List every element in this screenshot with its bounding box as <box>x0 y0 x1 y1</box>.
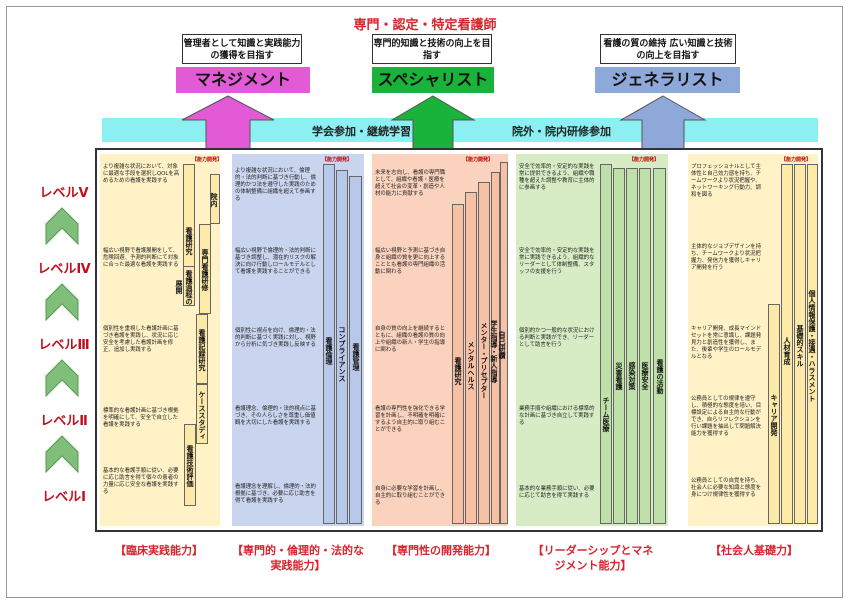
cell-clinical-4: 幅広い視野で看護展開をして、危険回避、予測的判断にて対象に合った最適な看護を実践… <box>103 248 179 268</box>
goal-generalist: 看護の質の維持 広い知識と技術の向上を目指す <box>600 34 736 64</box>
chevron-up-icon <box>45 207 79 246</box>
column-header-leadership: 【リーダーシップとマネジメント能力】 <box>532 544 654 572</box>
vlabel-nursing-management: 看護管理 <box>349 176 362 524</box>
column-social: プロフェッショナルとして主体性と自己効力感を持ち、チームワークより状況把握や、ネ… <box>688 154 818 526</box>
vlabel-medical-safety: 医療安全 <box>639 168 651 524</box>
vlabel-infection: 感染対策 <box>626 168 638 524</box>
chevron-up-icon <box>45 435 79 474</box>
column-ethical: より複雑な状況において、倫理的・法的判断に基づき行動し、倫理的かつ法を遵守した実… <box>232 154 364 526</box>
level-1-label: レベルⅠ <box>42 490 86 505</box>
category-management: マネジメント <box>176 67 310 93</box>
cell-clinical-5: より複雑な状況において、対象に最適な手段を選択しQOLを高めるための看護を実践す… <box>103 164 180 184</box>
cell-clinical-3: 個別性を重視した看護計画に基づき看護を実践し、状況に応じ安全を考慮した看護計画を… <box>103 326 179 353</box>
cell-social-2: 公務員としての規律を遵守し、積極的な態度を培い、目標設定による自主的な行動ができ… <box>691 396 762 437</box>
cell-social-1: 公務員としての自覚を持ち、社会人に必要な知識と態度を身につけ規律性を獲得する <box>691 478 762 498</box>
cell-clinical-2: 標準的な看護計画に基づき根拠を明確にして、安全で自立した看護を実践する <box>103 408 179 428</box>
cell-social-4: 主体的なジョブデザインを持ち、チームワークより状況把握力、発信力を獲得しキャリア… <box>691 244 762 271</box>
goal-specialist: 専門的知識と技術の向上を目指す <box>372 34 492 64</box>
vlabel-privacy: 個人情報保護・接遇・ハラスメント <box>807 164 818 524</box>
cell-ethical-2: 看護理念、倫理的・法的視点に基づき、その人らしさを尊重し価値観を大切にした看護を… <box>235 406 316 426</box>
cell-leadership-4: 安全で効率的・安定的な実践を常に実践できるよう、組織的なリーダーとして体制整備、… <box>519 248 595 275</box>
column-clinical: より複雑な状況において、対象に最適な手段を選択しQOLを高めるための看護を実践す… <box>100 154 223 526</box>
vlabel-team-care: チーム医療 <box>600 164 612 524</box>
category-specialist: スペシャリスト <box>372 67 494 93</box>
page-title: 専門・認定・特定看護師 <box>353 18 497 33</box>
cell-leadership-5: 安全で効率的・安定的な実践を常に提供できるよう、組織や職種を超えた調整や教育に主… <box>519 164 595 191</box>
level-3-label: レベルⅢ <box>38 338 90 353</box>
tab-label: 【能力開発】 <box>780 157 811 163</box>
cell-specialty-3: 自身の質の向上を継続するとともに、組織の看護の質の向上や組織の新人・学生の指導に… <box>375 326 446 353</box>
vlabel-career: キャリア開発 <box>768 304 780 524</box>
tab-label: 【能力開発】 <box>322 157 353 163</box>
band-right-text: 院外・院内研修参加 <box>512 125 611 138</box>
cell-specialty-5: 未来を志向し、看護の専門職として、組織や看護・医療を超えて社会の変革・創造や人材… <box>375 170 446 197</box>
vlabel-specialist-training: 専門看護研修 <box>199 224 211 314</box>
goal-management: 管理者として知識と実践能力の獲得を目指す <box>182 34 302 64</box>
column-header-clinical: 【臨床実践能力】 <box>115 544 203 557</box>
cell-ethical-1: 看護理念を理解し、倫理的・法的根拠に基づき、必要に応じ助言を得て看護を実践する <box>235 484 316 504</box>
vlabel-record-research: 看護記録研究 <box>196 314 208 384</box>
tab-label: 【能力開発】 <box>628 157 659 163</box>
cell-specialty-4: 幅広い視野と予測に基づき自身と組織の質を更に向上することとも看護の専門組織の活動… <box>375 248 446 275</box>
specialist-arrow <box>390 95 476 154</box>
level-4-label: レベルⅣ <box>37 262 91 277</box>
cell-social-3: キャリア開発、成長マインドセットを常に意識し、課題発見力と創造性を獲得し、また、… <box>691 326 762 360</box>
column-specialty: 未来を志向し、看護の専門職として、組織や看護・医療を超えて社会の変革・創造や人材… <box>372 154 508 526</box>
vlabel-research: 看護研究 <box>452 204 464 524</box>
cell-ethical-4: 幅広い視野で倫理的・法的判断に基づき調整し、潜在的リスクの解決に向け行動しロール… <box>235 248 316 275</box>
vlabel-mentor: メンター・プリセプター <box>478 182 490 524</box>
cell-clinical-1: 基本的な看護手順に従い、必要に応じ助言を得て個々の患者の力量に応じ安全な看護を実… <box>103 468 179 495</box>
cell-ethical-3: 個別性に視点を向け、倫理的・法的判断に基づく実践に対し、視野から分析に気づき実践… <box>235 328 316 348</box>
cell-ethical-5: より複雑な状況において、倫理的・法的判断に基づき行動し、倫理的かつ法を遵守した実… <box>235 168 316 202</box>
level-5-label: レベルⅤ <box>39 186 89 201</box>
vlabel-student-guidance: 学生指導・新人指導 <box>490 172 500 524</box>
column-header-specialty: 【専門性の開発能力】 <box>386 544 496 557</box>
vlabel-disaster: 災害看護 <box>613 168 625 524</box>
cell-leadership-3: 個別的かつ一般的な状況における判断と実践ができ、リーダーとして助言を行う <box>519 328 595 348</box>
cell-leadership-2: 業務手順や組織における標準的な計画に基づき自立して実践する <box>519 406 595 426</box>
management-arrow <box>181 95 275 154</box>
vlabel-compliance: コンプライアンス <box>336 170 348 524</box>
chevron-up-icon <box>45 359 79 398</box>
band-left-text: 学会参加・継続学習 <box>312 125 411 138</box>
cell-social-5: プロフェッショナルとして主体性と自己効力感を持ち、チームワークより状況把握や、ネ… <box>691 164 762 198</box>
vlabel-mental-health: メンタルヘルス <box>465 192 477 524</box>
vlabel-training: 人材育成 <box>781 164 793 524</box>
vlabel-skill-eval: 看護技術評価 <box>184 424 196 506</box>
vlabel-nursing-activity: 看護の活動 <box>653 168 666 524</box>
vlabel-in-hospital: 院内 <box>210 174 220 224</box>
column-leadership: 安全で効率的・安定的な実践を常に提供できるよう、組織や職種を超えた調整や教育に主… <box>516 154 668 526</box>
cell-specialty-2: 看護の専門性を強化できる学習を計画し、不明確を明確にするよう自主的に取り組むこと… <box>375 406 446 433</box>
generalist-arrow <box>619 95 707 154</box>
tab-label: 【能力開発】 <box>462 157 493 163</box>
upward-arrows <box>181 95 707 154</box>
vlabel-case-study: ケーススタディ <box>196 384 208 444</box>
vlabel-nursing-ethics: 看護倫理 <box>323 164 335 524</box>
vlabel-nursing-process: 看護過程の展開 <box>175 266 195 306</box>
category-generalist: ジェネラリスト <box>595 67 740 93</box>
column-header-ethical: 【専門的・倫理的・法的な実践能力】 <box>232 544 364 572</box>
level-2-label: レベルⅡ <box>40 414 88 429</box>
cell-specialty-1: 自身に必要な学習を計画し、自主的に取り組むことができる <box>375 486 446 506</box>
tab-label: 【能力開発】 <box>192 157 223 163</box>
column-header-social: 【社会人基礎力】 <box>710 544 798 557</box>
cell-leadership-1: 基本的な業務手順に従い、必要に応じて助言を得て実践する <box>519 486 595 499</box>
vlabel-basic-skill: 基礎的スキル <box>794 164 806 524</box>
vlabel-self-development: 自己研鑽 <box>498 162 508 524</box>
chevron-up-icon <box>45 283 79 322</box>
